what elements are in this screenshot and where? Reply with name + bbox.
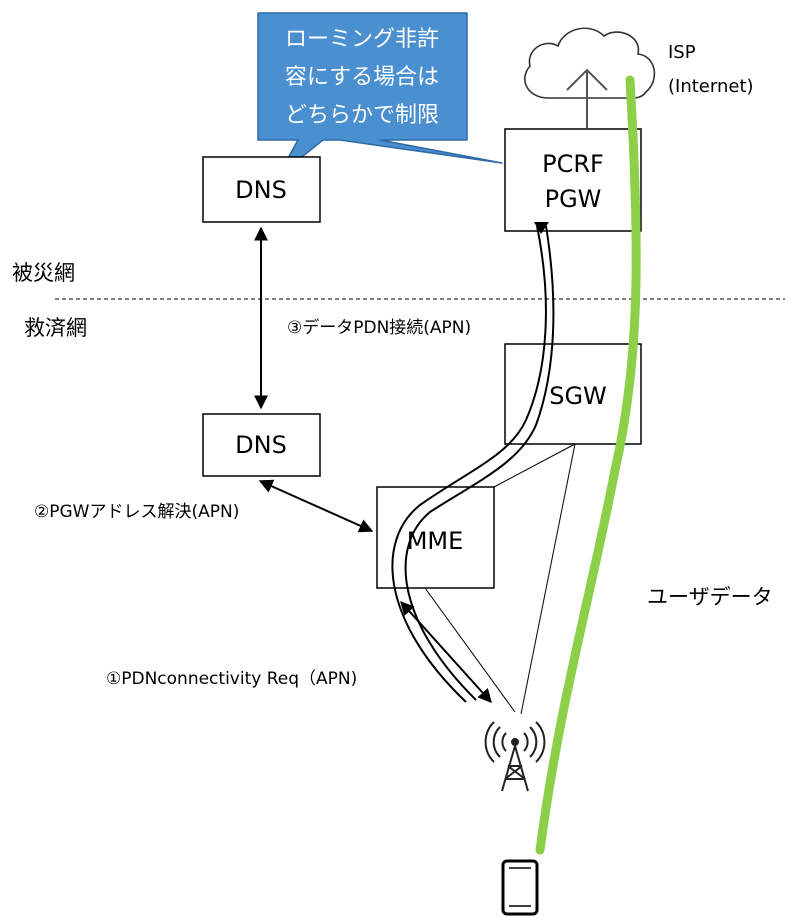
pgw-resolve-arrow: [258, 479, 374, 533]
disaster-network-label: 被災網: [12, 261, 75, 285]
pgw-label: PGW: [545, 185, 602, 213]
roaming-restriction-callout: ローミング非許 容にする場合は どちらかで制限: [257, 12, 503, 177]
mme-label: MME: [407, 527, 464, 555]
data-pdn-arrowhead: [534, 222, 549, 234]
data-pdn-path-2: [404, 225, 555, 701]
callout-line-2: 容にする場合は: [285, 65, 439, 90]
isp-internet-label: (Internet): [668, 76, 754, 97]
dns-bottom-box: [202, 413, 321, 477]
data-pdn-label: ③データPDN接続(APN): [287, 317, 471, 338]
enb-sgw-link: [520, 443, 576, 715]
dns-top-box: [202, 156, 321, 223]
sgw-label: SGW: [549, 382, 607, 410]
pcrf-label: PCRF: [542, 150, 604, 178]
dns-bottom-label: DNS: [235, 431, 287, 459]
callout-line-1: ローミング非許: [285, 27, 439, 52]
callout-line-3: どちらかで制限: [285, 103, 439, 128]
pgw-resolve-label: ②PGWアドレス解決(APN): [34, 502, 239, 522]
pcrf-pgw-box: [504, 128, 642, 232]
pdn-request-label: ①PDNconnectivity Req（APN): [106, 669, 357, 689]
data-pdn-path-1: [391, 225, 547, 703]
sgw-box: [504, 343, 642, 445]
cloud-icon: [524, 27, 656, 99]
user-data-label: ユーザデータ: [647, 585, 773, 609]
antenna-tower-icon: [484, 721, 546, 792]
dns-top-label: DNS: [235, 176, 287, 204]
relief-network-label: 救済網: [24, 316, 87, 340]
user-data-path: [535, 75, 641, 855]
up-arrow-icon: [566, 68, 608, 128]
mme-sgw-link: [493, 443, 576, 488]
smartphone-icon: [501, 859, 539, 916]
isp-label: ISP: [668, 42, 696, 63]
